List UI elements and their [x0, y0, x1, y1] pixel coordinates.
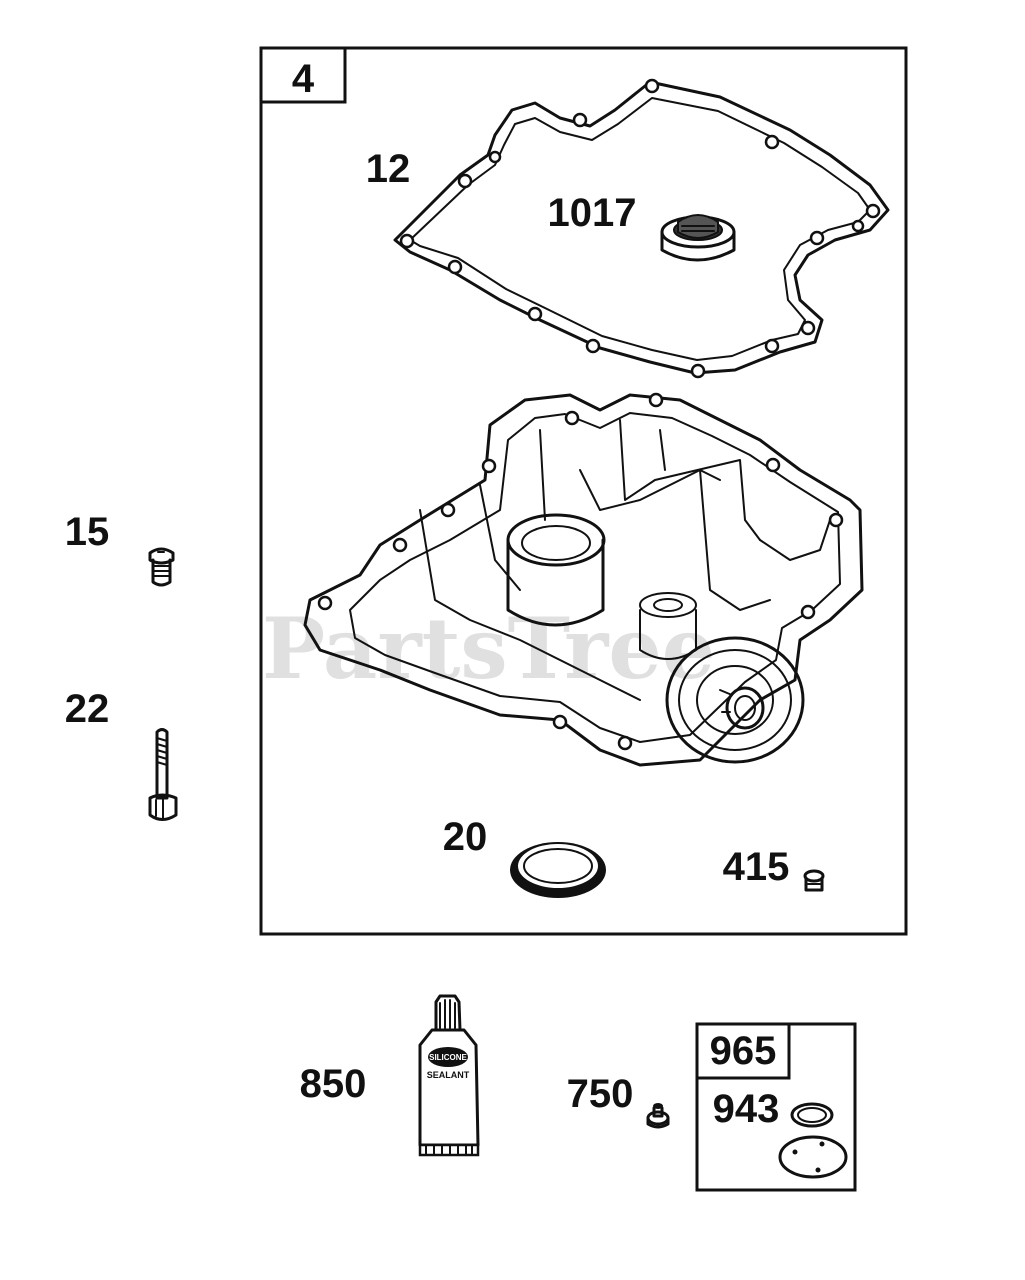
drain-plug-part [148, 547, 175, 587]
oil-cap-part [660, 214, 736, 262]
small-plug-label: 415 [723, 845, 790, 889]
gasket-part [393, 78, 890, 379]
kit-number-box [259, 46, 347, 104]
bolt-label: 22 [65, 687, 110, 731]
small-plug-part [803, 869, 825, 892]
bolt-part [148, 728, 178, 821]
kit-box-bottom-label: 943 [713, 1087, 780, 1131]
gasket-label: 12 [366, 147, 411, 191]
gasket-kit-box [695, 1022, 857, 1192]
kit-box-top-label: 965 [710, 1029, 777, 1073]
sealant-tube-part: SILICONE SEALANT [418, 994, 480, 1157]
screw-label: 750 [567, 1072, 634, 1116]
sump-housing-part [303, 392, 864, 767]
kit-number-label: 4 [292, 57, 315, 101]
sealant-type-text: SEALANT [427, 1070, 470, 1080]
drain-plug-label: 15 [65, 510, 110, 554]
kit-frame [259, 46, 908, 936]
seal-ring-label: 20 [443, 815, 488, 859]
sealant-brand-text: SILICONE [429, 1053, 467, 1062]
oil-cap-label: 1017 [548, 191, 637, 235]
seal-ring-part [510, 842, 606, 898]
sealant-label: 850 [300, 1062, 367, 1106]
screw-part [646, 1103, 670, 1129]
